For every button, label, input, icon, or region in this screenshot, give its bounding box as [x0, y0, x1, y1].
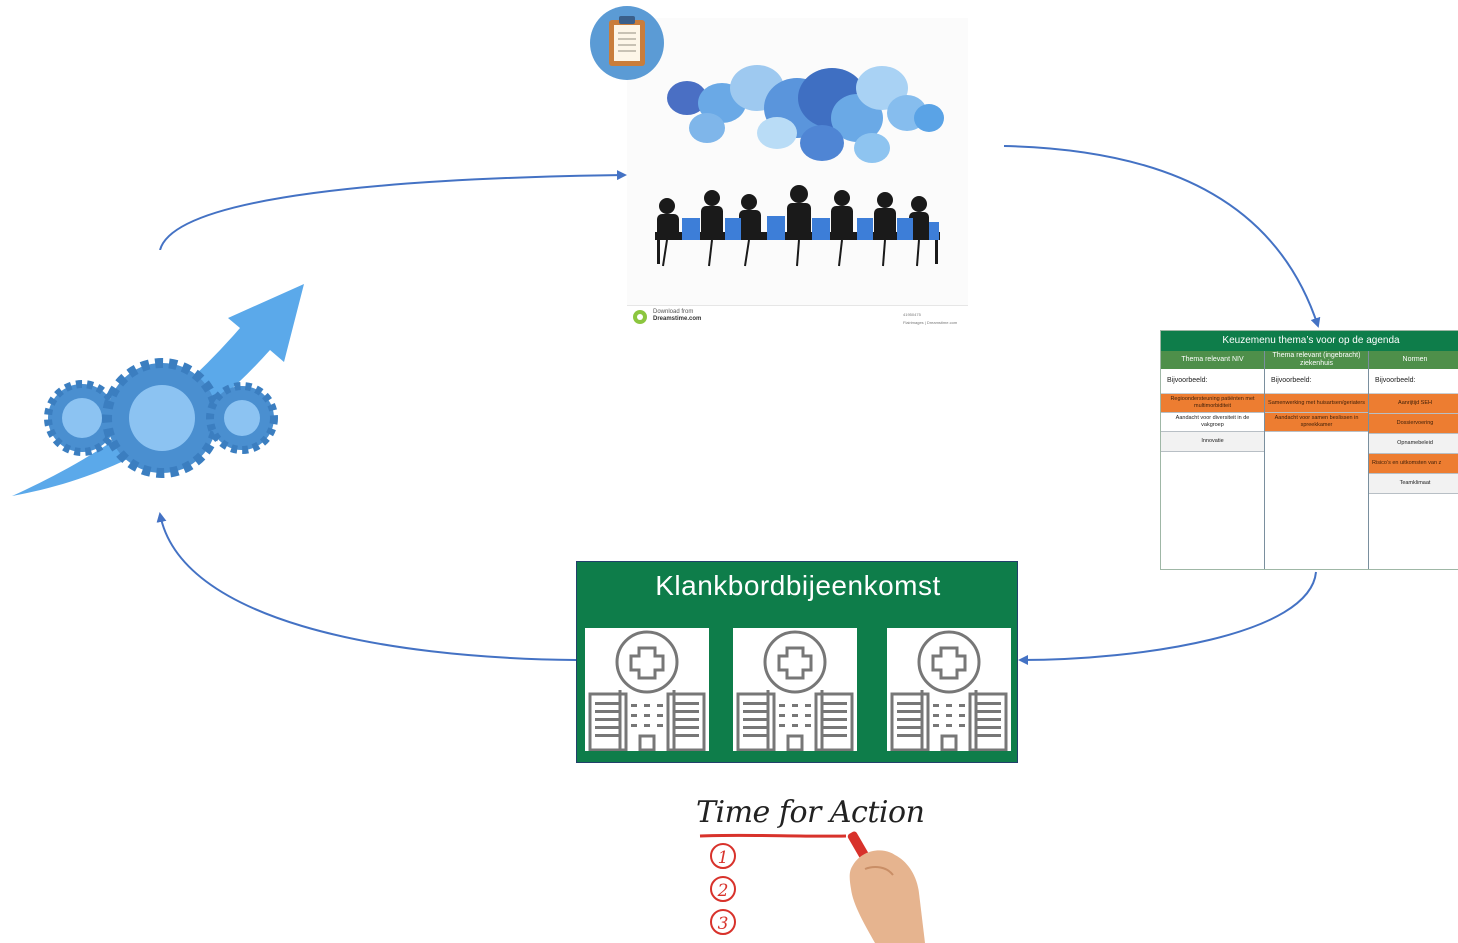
clipboard-icon: [609, 16, 645, 66]
column-header: Thema relevant (ingebracht) ziekenhuis: [1265, 351, 1368, 369]
column-header: Normen: [1369, 351, 1458, 369]
arrow-agenda-to-klankbord: [1018, 571, 1317, 665]
klankbord-title: Klankbordbijeenkomst: [655, 570, 941, 601]
list-number: 2: [710, 876, 736, 902]
red-underline: [699, 833, 847, 838]
upward-arrow-icon: [12, 284, 304, 496]
theme-row: Aandacht voor samen beslissen in spreekk…: [1265, 413, 1368, 432]
download-site: Dreamstime.com: [653, 316, 702, 322]
time-for-action-image: Time for Action 1 2 3: [690, 785, 935, 943]
theme-row: Regioondersteuning patiënten met multimo…: [1161, 394, 1264, 413]
clipboard-badge: [590, 6, 664, 80]
hospital-icon: [733, 628, 857, 751]
hand-with-marker-icon: [847, 831, 925, 943]
theme-row: Aanrijtijd SEH: [1369, 394, 1458, 414]
image-credit-bar: Download from Dreamstime.com 41950475 Fl…: [627, 305, 968, 330]
theme-row: Opnamebeleid: [1369, 434, 1458, 454]
klankbord-box: Klankbordbijeenkomst: [576, 561, 1018, 763]
agenda-column-ziekenhuis: Thema relevant (ingebracht) ziekenhuis B…: [1265, 351, 1369, 569]
theme-row: Innovatie: [1161, 432, 1264, 452]
column-header: Thema relevant NIV: [1161, 351, 1264, 369]
agenda-title: Keuzemenu thema’s voor op de agenda: [1161, 331, 1458, 351]
speech-bubbles-meeting-illustration: [655, 65, 944, 267]
example-label: Bijvoorbeeld:: [1369, 369, 1458, 394]
action-title: Time for Action: [696, 795, 925, 830]
hospital-icon: [585, 628, 709, 751]
example-label: Bijvoorbeeld:: [1161, 369, 1264, 394]
speech-bubbles-icon: [667, 65, 944, 163]
download-label: Download from: [653, 309, 694, 315]
list-number: 3: [710, 909, 736, 935]
image-credit: Flairimages | Dreamstime.com: [903, 320, 958, 325]
hospital-icon: [887, 628, 1011, 751]
agenda-column-niv: Thema relevant NIV Bijvoorbeeld: Regioon…: [1161, 351, 1265, 569]
theme-row: Dossiervoering: [1369, 414, 1458, 434]
meeting-image: Download from Dreamstime.com 41950475 Fl…: [627, 18, 968, 330]
arrow-meeting-to-agenda: [1003, 145, 1321, 328]
theme-row: Risico’s en uitkomsten van z: [1369, 454, 1458, 474]
agenda-column-normen: Normen Bijvoorbeeld: Aanrijtijd SEH Doss…: [1369, 351, 1458, 569]
agenda-table: Keuzemenu thema’s voor op de agenda Them…: [1160, 330, 1458, 570]
image-id: 41950475: [903, 312, 921, 317]
meeting-people-icon: [655, 185, 940, 267]
gears-icon: [44, 358, 278, 478]
list-number: 1: [710, 843, 736, 869]
improvement-image: [0, 250, 356, 512]
example-label: Bijvoorbeeld:: [1265, 369, 1368, 394]
theme-row: Aandacht voor diversiteit in de vakgroep: [1161, 413, 1264, 432]
dreamstime-logo-icon: [633, 310, 647, 324]
theme-row: Teamklimaat: [1369, 474, 1458, 494]
theme-row: Samenwerking met huisartsen/geriaters: [1265, 394, 1368, 413]
arrow-klankbord-to-improvement: [156, 512, 577, 661]
arrow-improvement-to-meeting: [159, 170, 627, 251]
